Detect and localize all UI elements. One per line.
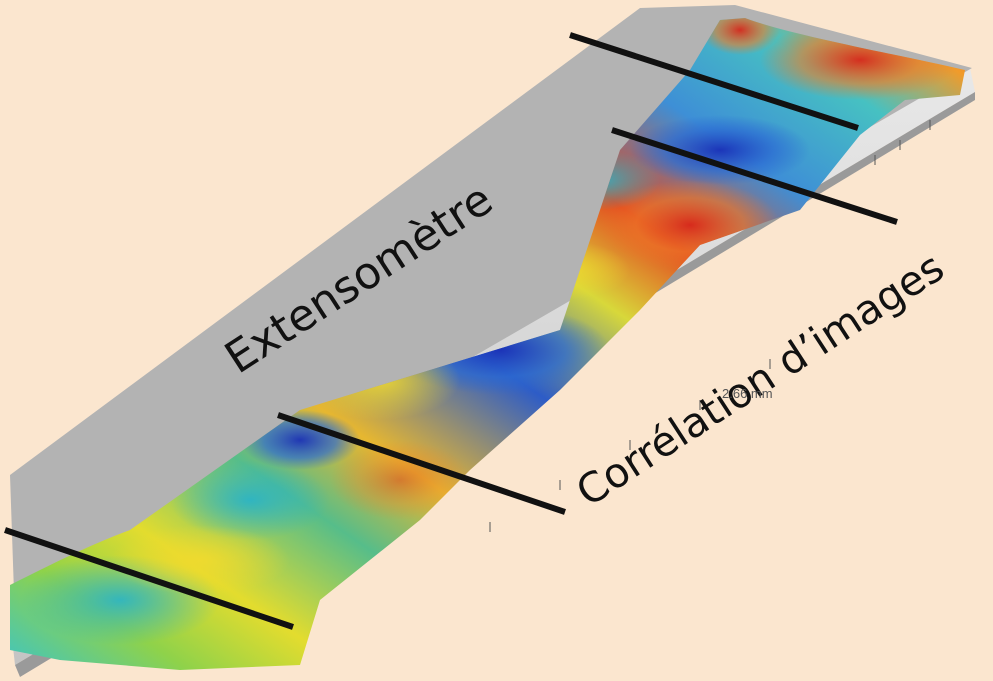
gauge-lines xyxy=(4,32,898,630)
scale-readout: 2.66 mm xyxy=(722,386,773,401)
gauge-line-top-2 xyxy=(611,127,898,225)
gauge-line-bottom-2 xyxy=(4,527,294,630)
gauge-line-bottom-1 xyxy=(277,412,566,515)
gauge-line-top-1 xyxy=(569,32,859,131)
